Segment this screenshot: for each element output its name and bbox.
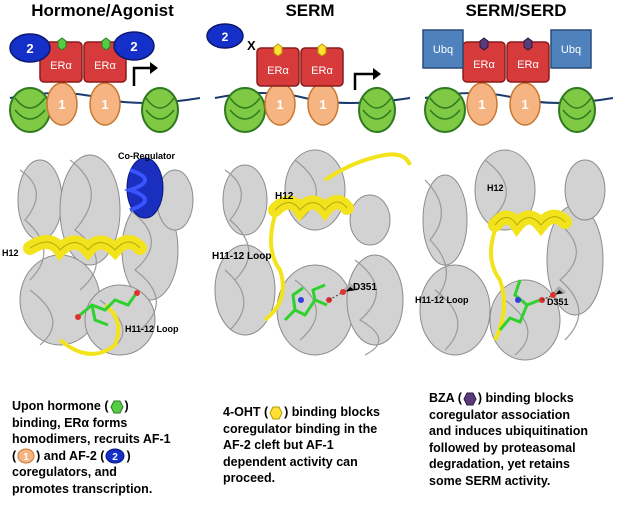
helix-tail	[323, 152, 412, 182]
receptor-label: ERα	[311, 65, 333, 77]
bza-glyph	[463, 392, 477, 406]
protein-structure-hormone	[0, 140, 205, 370]
transcription-arrow	[353, 72, 373, 90]
receptor-label: ERα	[94, 60, 116, 72]
dna	[424, 87, 614, 133]
receptor-label: ERα	[473, 59, 495, 71]
caption-serm: 4-OHT () binding blocks coregulator bind…	[223, 405, 380, 485]
af1-label: 1	[319, 97, 326, 112]
h12-helix	[23, 235, 147, 261]
ubiquitin-box	[422, 29, 464, 69]
receptor-label: ERα	[517, 59, 539, 71]
ubiquitin-box	[550, 29, 592, 69]
arrow-head	[150, 62, 158, 74]
caption-serm-serd: BZA () binding blocks coregulator associ…	[429, 391, 589, 488]
dna	[214, 87, 411, 133]
af2-glyph: 2	[105, 448, 125, 464]
residue-label: D351	[547, 297, 569, 307]
transcription-arrow	[132, 66, 150, 86]
af1-coregulator	[46, 82, 78, 126]
ubq-label: Ubq	[433, 44, 453, 56]
receptor-label: ERα	[267, 65, 289, 77]
af2-coregulator	[113, 31, 155, 61]
af1-coregulator	[509, 82, 541, 126]
hormone-ligand	[57, 37, 67, 51]
panel-serm: SERM 1 1 ERα ERα 2 X	[205, 0, 415, 513]
coregulator-label: Co-Regulator	[118, 151, 175, 161]
h12-label: H12	[275, 191, 294, 202]
ohT-glyph	[269, 406, 283, 420]
h11-12-loop	[489, 229, 506, 341]
protein-structure-serm-serd	[415, 140, 617, 370]
panel-title: SERM	[285, 1, 335, 20]
receptor-label: ERα	[50, 60, 72, 72]
af1-label: 1	[101, 97, 108, 112]
panel-hormone-agonist: Hormone/Agonist 1 1 ERα ERα 2 2	[0, 0, 205, 513]
af1-glyph: 1	[17, 448, 35, 464]
schematic-hormone: 1 1 ERα ERα 2 2	[9, 31, 201, 133]
residue-label: D351	[353, 282, 377, 293]
schematic-serm-serd: 1 1 ERα ERα Ubq Ubq	[422, 29, 614, 133]
panel-title: SERM/SERD	[465, 1, 567, 20]
af2-label: 2	[222, 30, 229, 44]
h12-helix	[488, 209, 572, 237]
h12-label: H12	[2, 248, 19, 258]
svg-text:1: 1	[23, 452, 29, 463]
h12-helix	[268, 195, 354, 222]
af1-label: 1	[58, 97, 65, 112]
af2-coregulator	[9, 33, 51, 63]
hormone-glyph	[109, 400, 124, 414]
af1-label: 1	[521, 97, 528, 112]
hormone-ligand	[101, 37, 111, 51]
protein-structure-serm	[205, 140, 415, 370]
ubq-label: Ubq	[561, 44, 581, 56]
panel-serm-serd: SERM/SERD 1 1 ERα ERα Ubq Ubq	[415, 0, 617, 513]
af2-coregulator	[206, 23, 244, 49]
af1-coregulator	[89, 82, 121, 126]
bza-ligand	[523, 37, 533, 51]
bza-ligand	[479, 37, 489, 51]
bza-ligand-sticks	[498, 279, 545, 331]
h11-12-loop	[263, 214, 285, 322]
arrow-head	[373, 68, 381, 80]
af1-label: 1	[478, 97, 485, 112]
loop-label: H11-12 Loop	[125, 324, 179, 334]
af1-coregulator	[466, 82, 498, 126]
schematic-serm: 1 1 ERα ERα 2 X	[206, 23, 411, 133]
af2-label: 2	[26, 41, 33, 56]
loop-label: H11-12 Loop	[212, 251, 272, 262]
af1-label: 1	[276, 97, 283, 112]
d351-residue	[550, 285, 566, 298]
svg-text:2: 2	[113, 452, 119, 463]
loop-label: H11-12 Loop	[415, 295, 469, 305]
d351-residue	[340, 283, 358, 295]
hormone-ligand-sticks	[75, 290, 140, 327]
ohT-ligand	[273, 43, 283, 57]
h11-12-loop	[58, 303, 121, 356]
dna	[9, 87, 201, 133]
caption-hormone: Upon hormone () binding, ERα forms homod…	[12, 399, 171, 496]
h12-label: H12	[487, 183, 504, 193]
af2-label: 2	[130, 39, 137, 54]
panel-title: Hormone/Agonist	[31, 1, 174, 20]
coregulator-helix	[123, 157, 164, 219]
block-mark: X	[247, 38, 256, 53]
ohT-ligand	[317, 43, 327, 57]
